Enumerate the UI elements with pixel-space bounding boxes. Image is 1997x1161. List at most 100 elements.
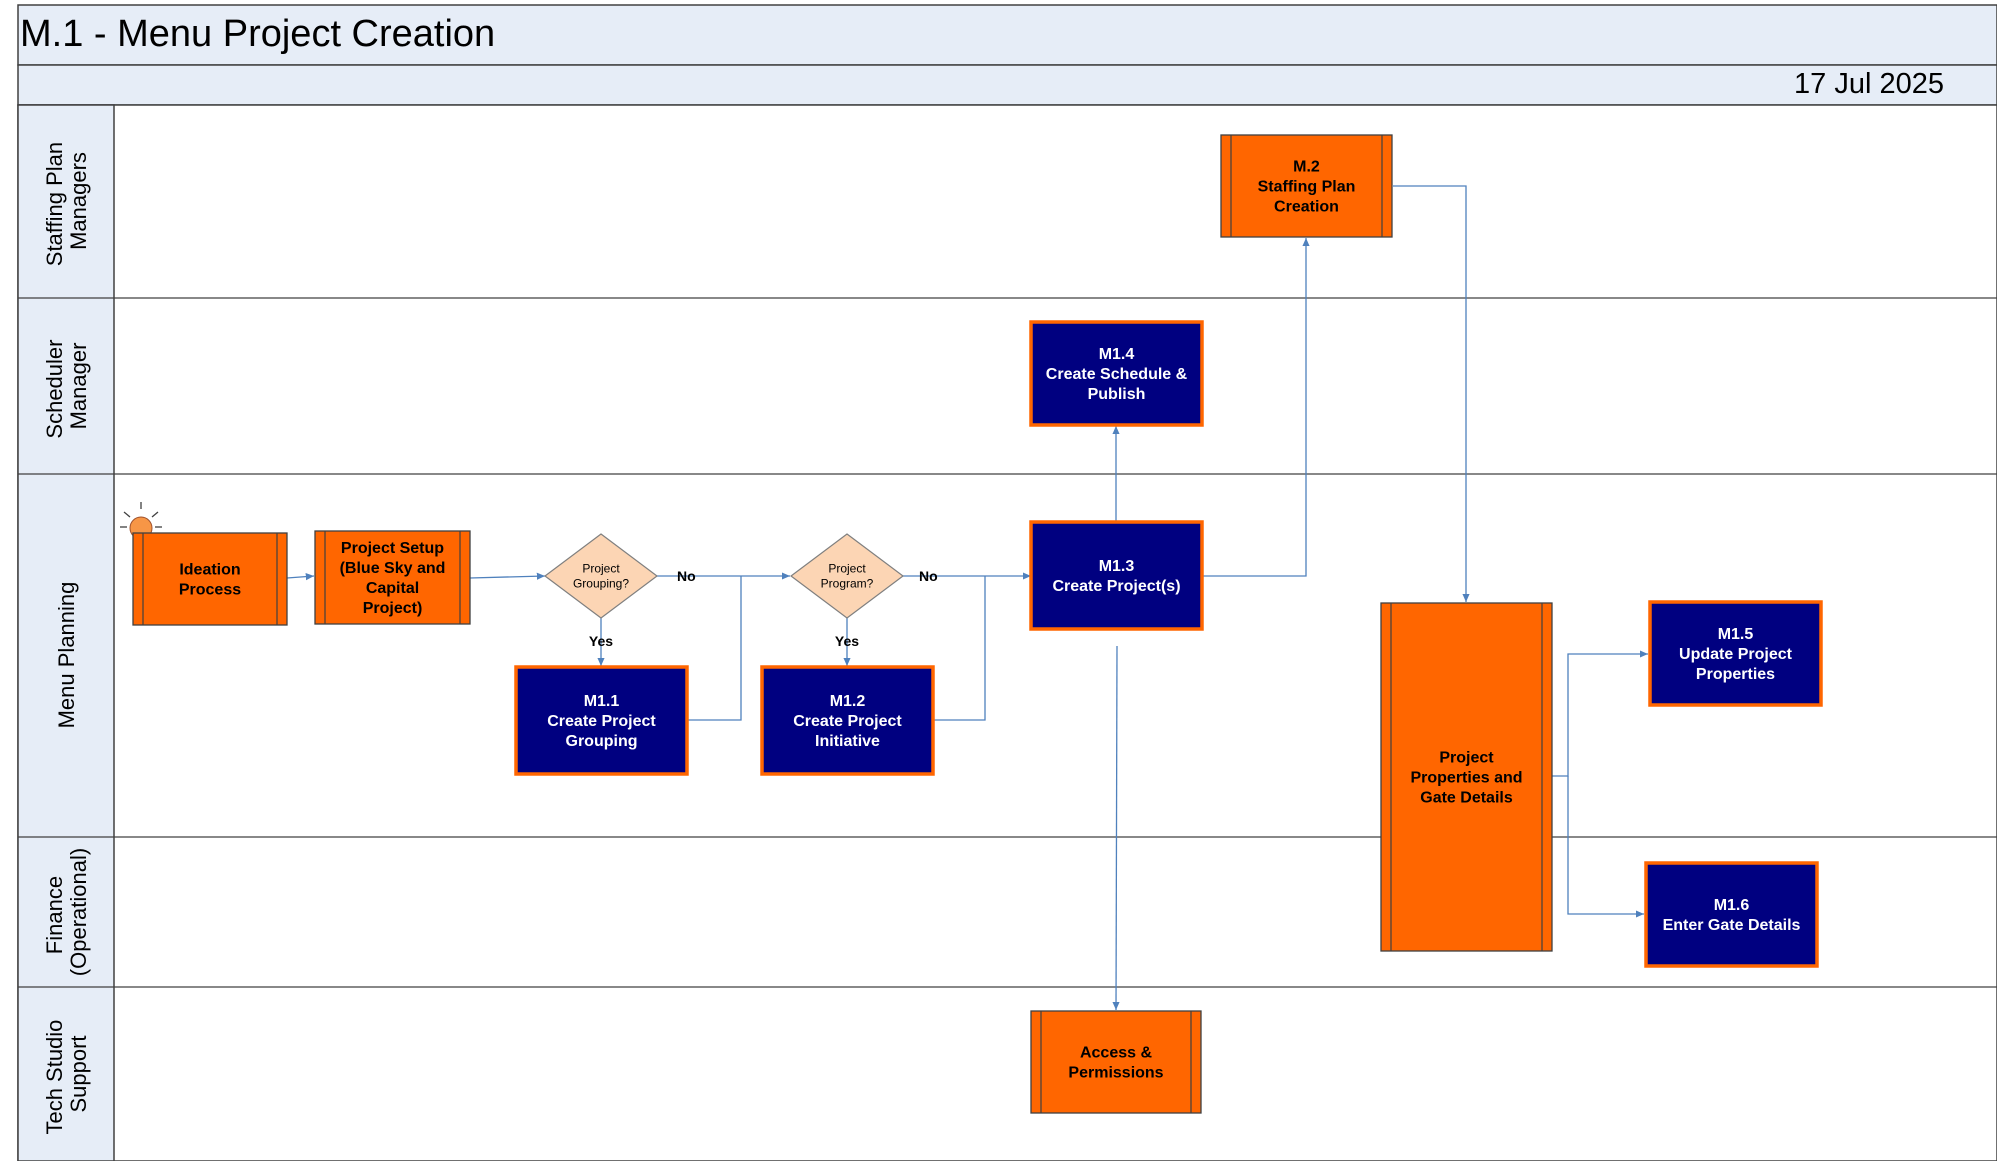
- node-label-line: Staffing Plan: [1258, 179, 1356, 196]
- edge-props-to-m16: [1567, 776, 1644, 918]
- diagram-header: M.1 - Menu Project Creation 17 Jul 2025: [17, 4, 1997, 106]
- edge-label-grouping-no: No: [677, 568, 696, 584]
- title-bar: [17, 4, 1997, 66]
- edge-props-to-m15: [1552, 650, 1648, 777]
- lane-label-line: (Operational): [66, 848, 91, 976]
- process-box: [1644, 861, 1819, 968]
- node-label-line: Project: [1439, 750, 1494, 767]
- connectors: No Yes No Yes: [286, 185, 1648, 1011]
- node-label-line: Grouping?: [573, 577, 629, 591]
- process-box: [760, 665, 935, 776]
- lane-label-staffing-plan-managers: Staffing Plan Managers: [42, 136, 91, 266]
- node-label-line: Properties: [1696, 666, 1775, 683]
- node-label-line: Enter Gate Details: [1663, 917, 1801, 934]
- edge-label-grouping-yes: Yes: [589, 633, 613, 649]
- node-label-line: Ideation: [179, 562, 240, 579]
- lane-label-line: Staffing Plan: [42, 142, 67, 266]
- lane-label-line: Scheduler: [42, 340, 67, 439]
- node-label-line: Gate Details: [1420, 790, 1513, 807]
- node-access[interactable]: Access & Permissions: [1030, 1010, 1202, 1114]
- node-label-line: Update Project: [1679, 646, 1793, 663]
- predefined-process-box: [314, 530, 471, 625]
- node-label-line: M.2: [1293, 159, 1320, 176]
- predefined-process-box: [132, 532, 288, 626]
- edge-m13-to-access: [1112, 645, 1120, 1011]
- node-label-line: Project: [582, 562, 620, 576]
- node-label-line: Initiative: [815, 733, 880, 750]
- process-box: [1029, 320, 1204, 427]
- node-label-line: Permissions: [1068, 1065, 1163, 1082]
- node-label-line: M1.2: [830, 693, 866, 710]
- edge-m11-to-merge: [687, 576, 742, 721]
- lane-label-line: Manager: [66, 343, 91, 430]
- decision-diamond: [544, 533, 658, 619]
- process-box: [514, 665, 689, 776]
- node-label-line: Project Setup: [341, 540, 444, 557]
- edge-ideation-to-setup: [286, 572, 315, 581]
- node-label-line: Project: [828, 562, 866, 576]
- edge-label-program-yes: Yes: [835, 633, 859, 649]
- decision-diamond: [790, 533, 904, 619]
- lane-label-line: Support: [66, 1035, 91, 1112]
- edge-m12-to-merge: [933, 576, 986, 721]
- lane-label-line: Finance: [42, 876, 67, 954]
- node-label-line: Create Project: [793, 713, 902, 730]
- node-label-line: Properties and: [1410, 770, 1522, 787]
- date-bar: [17, 64, 1997, 106]
- node-label-line: M1.6: [1714, 897, 1750, 914]
- node-label-line: Create Project: [547, 713, 656, 730]
- edge-label-program-no: No: [919, 568, 938, 584]
- node-label-line: Grouping: [566, 733, 638, 750]
- node-label-line: Process: [179, 582, 241, 599]
- lane-label-scheduler-manager: Scheduler Manager: [42, 333, 91, 438]
- diagram-date: 17 Jul 2025: [1794, 68, 1944, 100]
- lane-label-line: Menu Planning: [54, 582, 79, 729]
- node-label-line: Capital: [366, 580, 419, 597]
- node-label-line: Publish: [1088, 386, 1146, 403]
- lane-header-column: [17, 104, 115, 1161]
- node-label-line: Create Project(s): [1052, 578, 1180, 595]
- node-label-line: M1.5: [1718, 626, 1754, 643]
- edge-setup-to-grouping: [469, 572, 546, 580]
- lane-label-line: Tech Studio: [42, 1020, 67, 1135]
- process-box: [1648, 600, 1823, 707]
- node-label: Access & Permissions: [1068, 1045, 1163, 1082]
- edge-m13-to-m2: [1202, 238, 1310, 577]
- node-label-line: M1.3: [1099, 558, 1135, 575]
- node-label-line: Project): [363, 600, 423, 617]
- node-label-line: Access &: [1080, 1045, 1152, 1062]
- node-label-line: Program?: [821, 577, 874, 591]
- node-label-line: Create Schedule &: [1046, 366, 1188, 383]
- page-title: M.1 - Menu Project Creation: [20, 13, 495, 55]
- predefined-process-box: [1030, 1010, 1202, 1114]
- process-box: [1029, 520, 1204, 631]
- node-label-line: (Blue Sky and: [340, 560, 446, 577]
- node-label-line: Creation: [1274, 199, 1339, 216]
